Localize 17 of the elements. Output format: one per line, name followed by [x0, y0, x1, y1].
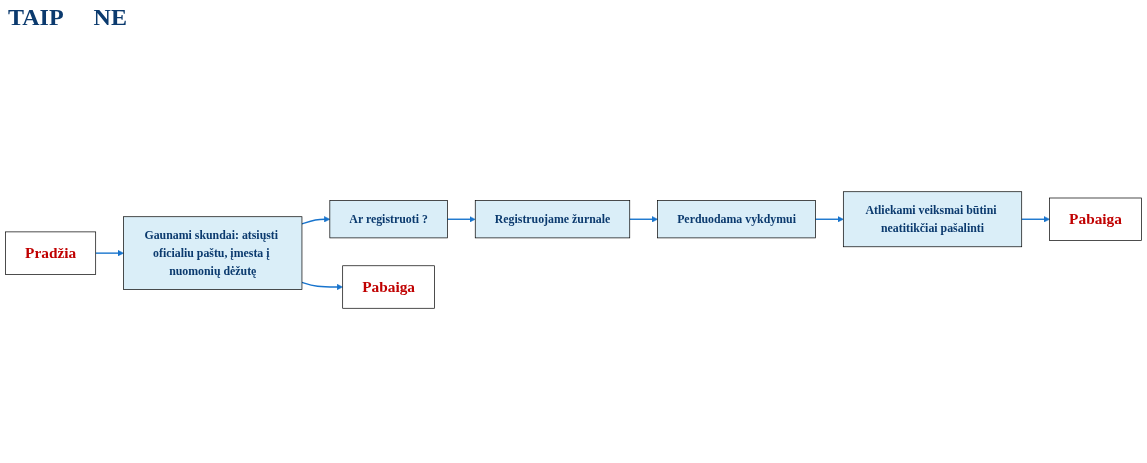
node-box: Registruojame žurnale [474, 200, 631, 239]
node-box: Pabaiga [1049, 197, 1142, 241]
node-box: Ar registruoti ? [329, 200, 448, 239]
branch-label: TAIP [8, 4, 64, 31]
arrow [1021, 216, 1050, 223]
arrow [301, 281, 343, 291]
node-box: Pradžia [5, 231, 97, 275]
arrow [629, 216, 658, 223]
node-box: Gaunami skundai: atsiųsti oficialiu paštu, įmesta į nuomonių dėžutę [123, 216, 303, 290]
arrow [95, 250, 124, 257]
arrow [446, 216, 476, 223]
branch-label: NE [93, 4, 127, 31]
arrow [814, 216, 844, 223]
node-box: Pabaiga [342, 265, 435, 309]
node-box: Atliekami veiksmai būtini neatitikčiai pašalinti [842, 191, 1023, 248]
arrow [301, 216, 331, 225]
node-box: Perduodama vykdymui [657, 200, 816, 239]
